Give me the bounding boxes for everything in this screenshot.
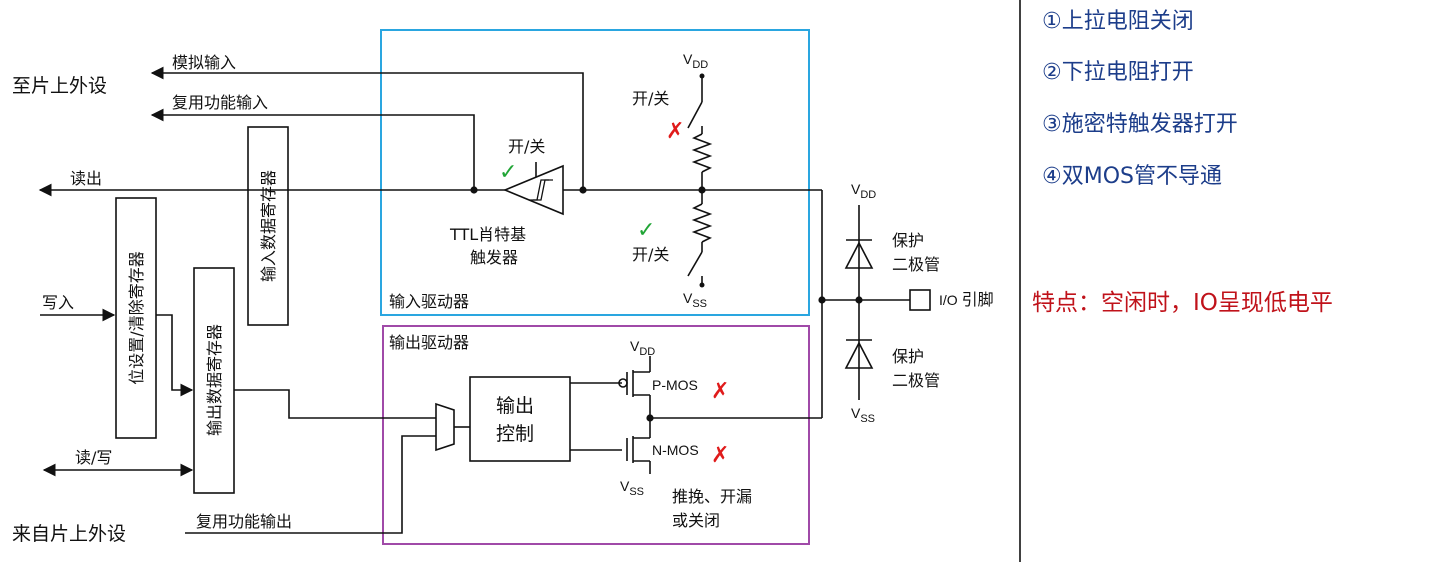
pullup-switch-label: 开/关 <box>632 89 669 108</box>
input-driver-box <box>380 29 810 316</box>
protect-vss-label: VSS <box>851 405 875 425</box>
annotation-item-2: ②下拉电阻打开 <box>1042 60 1194 85</box>
pulldown-switch <box>687 251 703 277</box>
annotation-item-4: ④双MOS管不导通 <box>1042 164 1222 189</box>
alt-func-input-label: 复用功能输入 <box>172 93 268 112</box>
schmitt-label-2: 触发器 <box>470 248 518 267</box>
output-vdd-label: VDD <box>630 338 655 358</box>
bit-set-reset-register <box>115 197 157 439</box>
protection-diode-top <box>844 241 874 269</box>
to-peripheral-label: 至片上外设 <box>12 75 107 97</box>
input-vdd-label: VDD <box>683 51 708 71</box>
diode-top-label-1: 保护 <box>892 231 924 250</box>
input-data-register <box>247 126 289 326</box>
bit-set-reset-register-label: 位设置/清除寄存器 <box>127 251 146 384</box>
pulldown-resistor <box>691 203 713 243</box>
from-peripheral-label: 来自片上外设 <box>12 523 126 545</box>
nmos-cross-mark: ✗ <box>711 443 729 468</box>
pmos-cross-mark: ✗ <box>711 379 729 404</box>
diode-top-label-2: 二极管 <box>892 255 940 274</box>
diode-bottom-label-1: 保护 <box>892 347 924 366</box>
pmos-label: P-MOS <box>652 377 698 393</box>
read-write-label: 读/写 <box>75 448 112 467</box>
write-label: 写入 <box>42 293 74 312</box>
pulldown-switch-label: 开/关 <box>632 245 669 264</box>
feature-note: 特点：空闲时，IO呈现低电平 <box>1032 290 1333 316</box>
output-control-label-2: 控制 <box>496 423 534 445</box>
analog-input-label: 模拟输入 <box>172 53 236 72</box>
analog-input-line <box>150 66 584 190</box>
pulldown-check-mark: ✓ <box>637 218 655 243</box>
alt-func-output-label: 复用功能输出 <box>196 512 292 531</box>
alt-func-input-line <box>150 108 475 190</box>
protection-diode-bottom <box>844 341 874 369</box>
io-pin <box>909 289 931 311</box>
output-mode-label-2: 或关闭 <box>672 511 720 530</box>
output-data-register <box>193 267 235 494</box>
pullup-resistor <box>691 133 713 173</box>
output-driver-box <box>382 325 810 545</box>
output-driver-label: 输出驱动器 <box>389 333 469 352</box>
output-control-block <box>469 376 571 462</box>
input-vss-label: VSS <box>683 290 707 310</box>
input-data-register-label: 输入数据寄存器 <box>259 170 278 282</box>
annotation-item-1: ①上拉电阻关闭 <box>1042 9 1194 34</box>
output-mux <box>435 402 455 452</box>
schmitt-switch-label: 开/关 <box>508 137 545 156</box>
pullup-switch <box>687 101 703 129</box>
schmitt-trigger <box>502 164 564 216</box>
pullup-cross-mark: ✗ <box>666 119 684 144</box>
output-mode-label-1: 推挽、开漏 <box>672 487 752 506</box>
diode-bottom-label-2: 二极管 <box>892 371 940 390</box>
output-control-label-1: 输出 <box>496 395 534 417</box>
annotation-item-3: ③施密特触发器打开 <box>1042 112 1238 137</box>
read-label: 读出 <box>70 169 102 188</box>
nmos-label: N-MOS <box>652 442 699 458</box>
alt-func-output-line <box>185 435 436 534</box>
schmitt-check-mark: ✓ <box>499 160 517 185</box>
schmitt-label-1: TTL肖特基 <box>449 225 526 244</box>
input-driver-label: 输入驱动器 <box>389 292 469 311</box>
output-vss-label: VSS <box>620 478 644 498</box>
protect-vdd-label: VDD <box>851 181 876 201</box>
output-data-register-label: 输出数据寄存器 <box>205 324 224 436</box>
